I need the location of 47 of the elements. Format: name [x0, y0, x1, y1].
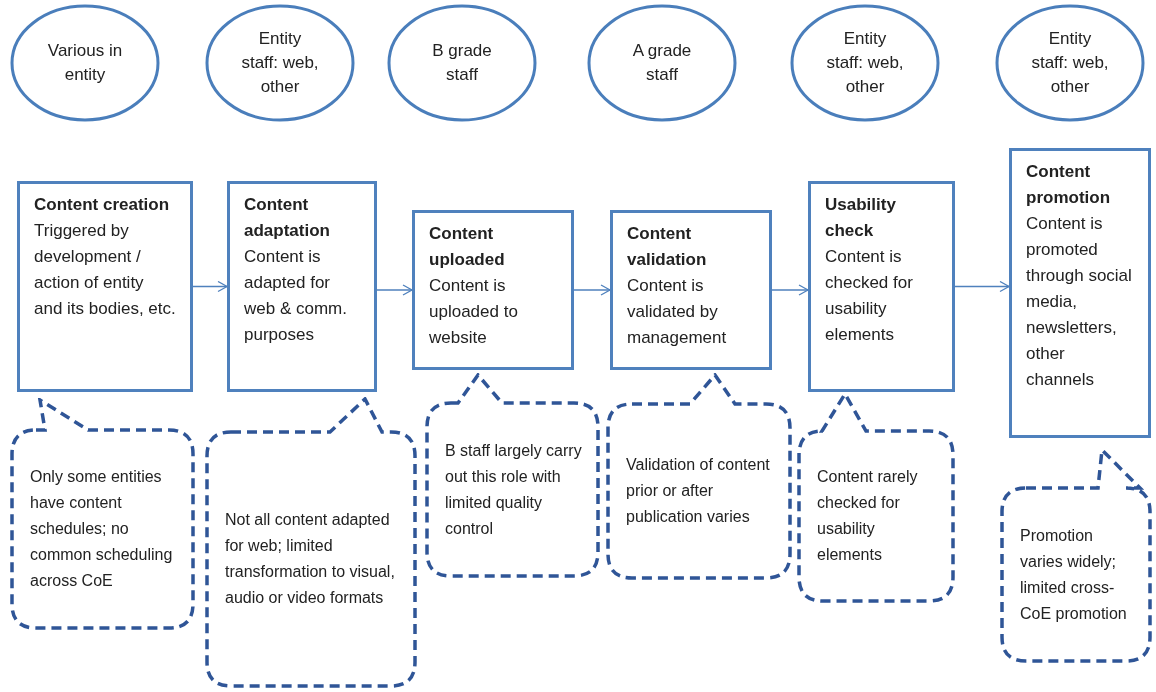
- note-text: Promotion varies widely; limited cross-CoE promotion: [1020, 525, 1128, 624]
- role-ellipse: [205, 4, 355, 122]
- role-ellipse: [10, 4, 160, 122]
- process-box: [17, 181, 193, 392]
- step-title: Usability check: [825, 194, 897, 242]
- note-text: Validation of content prior or after publication varies: [626, 455, 771, 527]
- role-ellipse: [995, 4, 1145, 122]
- role-ellipse: [387, 4, 537, 122]
- step-description: Content is uploaded to website: [429, 275, 519, 349]
- step-title: Content creation: [34, 194, 171, 216]
- role-text: A grade staff: [631, 40, 693, 86]
- process-box: [1009, 148, 1151, 438]
- process-box: [227, 181, 377, 392]
- speech-bubble: [797, 392, 955, 603]
- role-text: Entity staff: web, other: [1030, 28, 1110, 98]
- step-title: Content validation: [627, 223, 708, 271]
- speech-bubble: [425, 373, 600, 578]
- process-box: [412, 210, 574, 370]
- flow-arrow: [954, 280, 1010, 293]
- step-description: Content is promoted through social media, newsletters, other channels: [1026, 213, 1133, 391]
- note-text: Content rarely checked for usability elements: [817, 467, 919, 565]
- role-ellipse: [790, 4, 940, 122]
- note-text: Not all content adapted for web; limited transformation to visual, audio or video formats: [225, 510, 396, 608]
- role-ellipse: [587, 4, 737, 122]
- role-text: B grade staff: [431, 40, 493, 86]
- speech-bubble: [606, 373, 792, 580]
- note-text: Only some entities have content schedules; no common scheduling across CoE: [30, 467, 174, 591]
- flow-arrow: [573, 284, 611, 296]
- speech-bubble: [1000, 448, 1152, 663]
- note-text: B staff largely carry out this role with limited quality control: [445, 440, 583, 539]
- step-description: Content is checked for usability elements: [825, 246, 914, 346]
- step-title: Content uploaded: [429, 223, 506, 271]
- speech-bubble: [10, 398, 195, 630]
- flow-arrow: [192, 280, 228, 293]
- step-title: Content promotion: [1026, 161, 1112, 209]
- role-text: Various in entity: [46, 40, 124, 86]
- speech-bubble: [205, 397, 417, 688]
- process-box: [610, 210, 772, 370]
- process-box: [808, 181, 955, 392]
- role-text: Entity staff: web, other: [240, 28, 320, 98]
- step-title: Content adaptation: [244, 194, 331, 242]
- flow-arrow: [376, 284, 413, 296]
- flow-arrow: [771, 284, 809, 296]
- step-description: Triggered by development / action of entity and its bodies, etc.: [34, 220, 176, 320]
- step-description: Content is adapted for web & comm. purposes: [244, 246, 348, 346]
- step-description: Content is validated by management: [627, 275, 728, 349]
- role-text: Entity staff: web, other: [825, 28, 905, 98]
